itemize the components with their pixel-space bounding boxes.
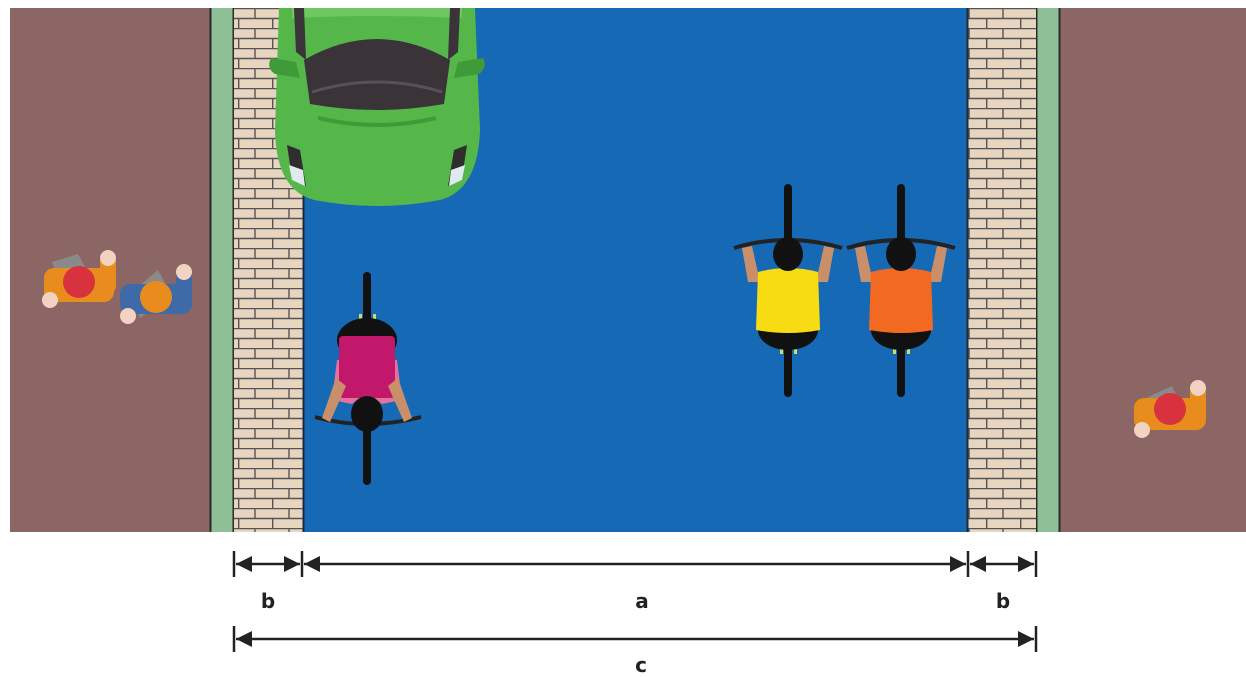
dimension-label-a: a (635, 589, 649, 613)
right-curb (1036, 8, 1060, 532)
dimension-label-c: c (635, 653, 647, 677)
dimension-label-b-left: b (261, 589, 275, 613)
dimension-b-left (234, 551, 302, 577)
dimension-c (234, 626, 1036, 652)
dimension-label-b-right: b (996, 589, 1010, 613)
right-sidewalk (1060, 8, 1246, 532)
car-top-view-icon (269, 8, 485, 206)
dimension-b-right (970, 551, 1036, 577)
dimension-a (304, 551, 968, 577)
left-curb (210, 8, 234, 532)
right-brick-buffer (968, 8, 1036, 532)
